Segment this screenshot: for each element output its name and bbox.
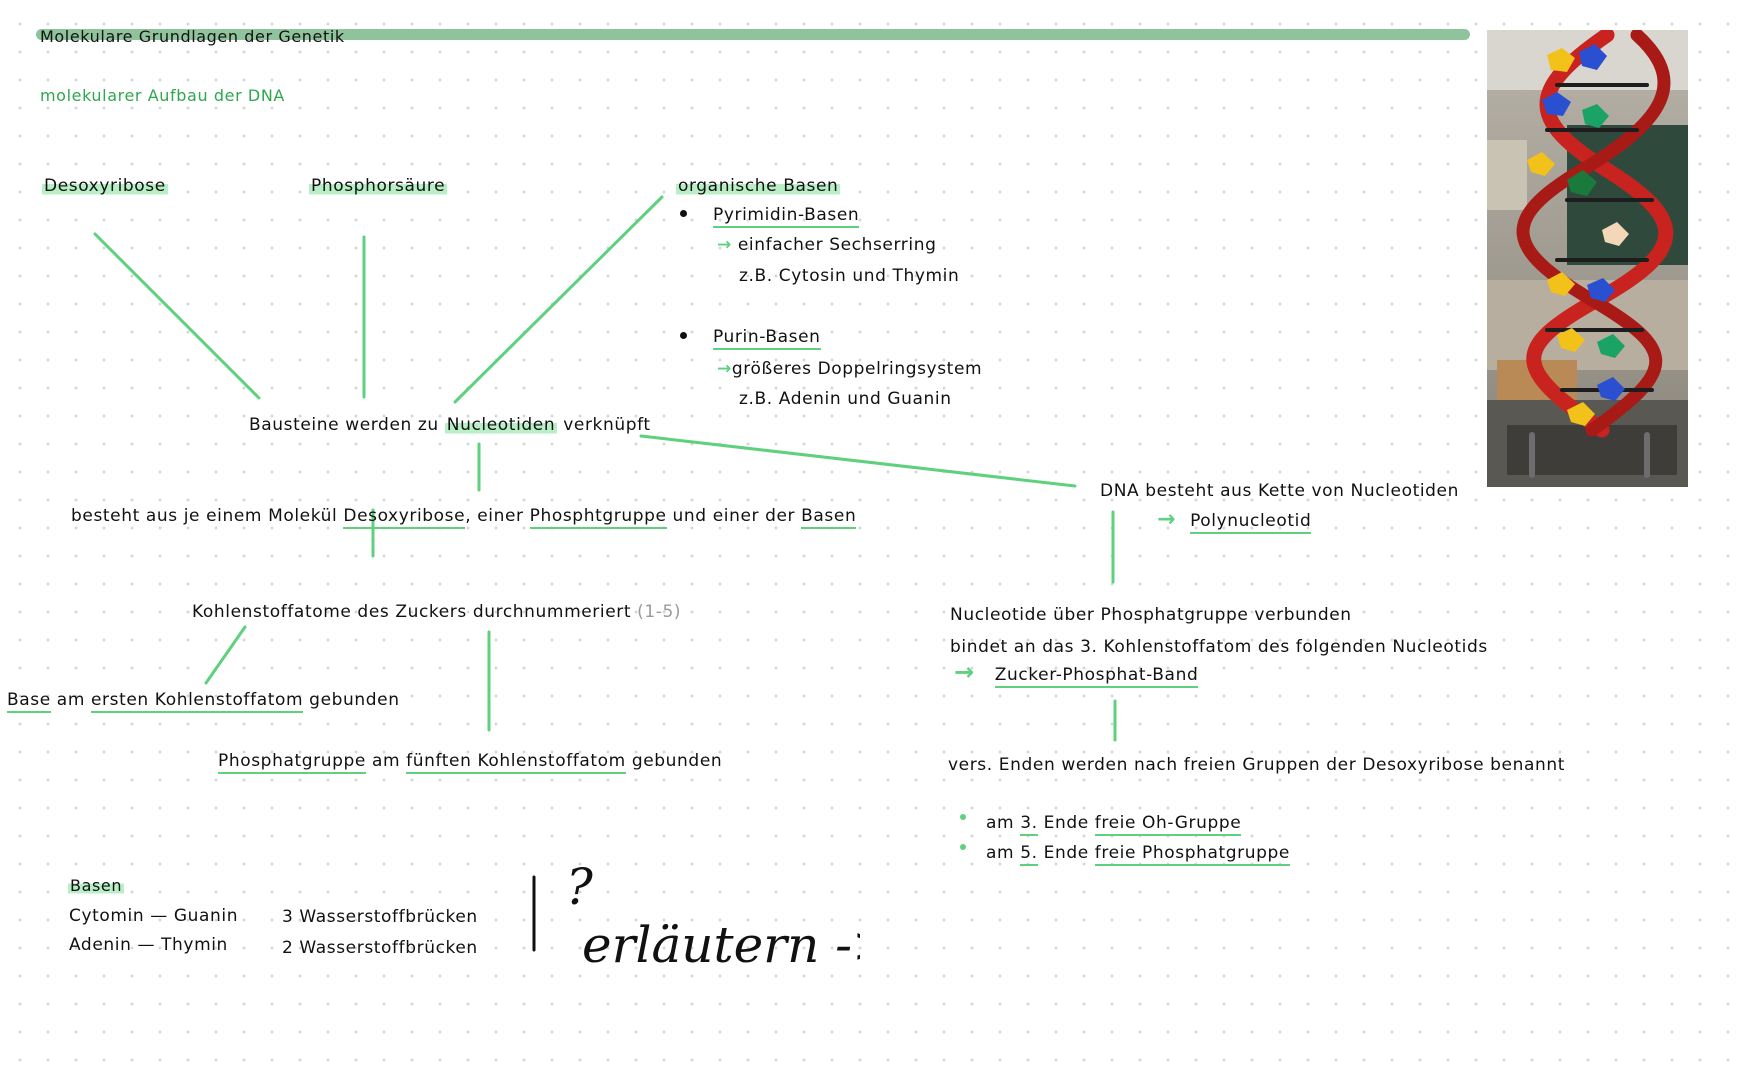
bases-title-text: Basen [68, 876, 125, 895]
pyrimidin-desc-text: einfacher Sechserring [737, 235, 937, 255]
dna-chain-text: DNA besteht aus Kette von Nucleotiden [1100, 481, 1459, 501]
phosphate-bond-term: fünften Kohlenstoffatom [406, 751, 626, 774]
pyrimidin-example: z.B. Cytosin und Thymin [739, 266, 960, 286]
composition-text: besteht aus je einem Molekül [71, 506, 344, 526]
polynucleotid-term: Polynucleotid [1190, 511, 1312, 534]
connector-bases [453, 195, 664, 404]
phosphate-bond: Phosphatgruppe am fünften Kohlenstoffato… [218, 751, 723, 774]
sugar-phosphate-band: → Zucker-Phosphat-Band [954, 658, 1199, 688]
base-bond-text: gebunden [303, 690, 400, 710]
ends-description: vers. Enden werden nach freien Gruppen d… [948, 755, 1566, 775]
section-subtitle: molekularer Aufbau der DNA [40, 86, 285, 105]
page-title: Molekulare Grundlagen der Genetik [40, 27, 345, 46]
purin-example: z.B. Adenin und Guanin [739, 389, 952, 409]
connector-desoxyribose [93, 232, 261, 400]
composition-term: Desoxyribose [343, 506, 466, 529]
pyrimidin-desc: → einfacher Sechserring [717, 235, 936, 255]
bullet-icon [960, 814, 966, 820]
band-term: Zucker-Phosphat-Band [994, 665, 1199, 688]
composition-text: , einer [465, 506, 530, 526]
carbon-numbering: Kohlenstoffatome des Zuckers durchnummer… [192, 602, 681, 622]
base-bond: Base am ersten Kohlenstoffatom gebunden [7, 690, 400, 713]
bullet-icon [680, 209, 687, 217]
composition-term: Phosphtgruppe [529, 506, 667, 529]
phosphate-bond-text: am [365, 751, 407, 771]
phosphate-bond-text: gebunden [625, 751, 723, 771]
organic-bases-title: organische Basen [676, 176, 841, 196]
dna-model-photo [1487, 30, 1688, 487]
purin-desc: →größeres Doppelringsystem [717, 359, 982, 379]
nucleotide-prefix: Bausteine werden zu [249, 415, 445, 435]
header-bar [36, 29, 1470, 40]
handwritten-question: ? [566, 860, 594, 916]
base-pair-row: Adenin — Thymin [69, 935, 228, 955]
base-bond-term: ersten Kohlenstoffatom [90, 690, 304, 713]
arrow-right-icon: → [954, 658, 975, 686]
pyrimidin-item: Pyrimidin-Basen [680, 205, 860, 228]
arrow-right-icon: → [717, 235, 732, 255]
composition-text: und einer der [666, 506, 802, 526]
purin-label: Purin-Basen [713, 327, 821, 350]
base-pair-bonds: 3 Wasserstoffbrücken [282, 907, 478, 927]
end-text: am [986, 843, 1021, 863]
end-term: 3. [1020, 813, 1038, 836]
component-organic-bases: organische Basen [676, 176, 841, 196]
end-term: freie Oh-Gruppe [1094, 813, 1242, 836]
connector-base-bond [204, 625, 247, 685]
nucleotide-statement: Bausteine werden zu Nucleotiden verknüpf… [249, 415, 651, 435]
nucleotide-connection: Nucleotide über Phosphatgruppe verbunden [950, 605, 1352, 625]
arrow-right-icon: → [1157, 507, 1177, 532]
arrow-right-icon: → [717, 359, 732, 379]
end-text: Ende [1037, 813, 1095, 833]
desoxyribose-label: Desoxyribose [42, 176, 168, 196]
handwritten-erlaeutern: erläutern ->? [582, 916, 860, 974]
carbon-text: Kohlenstoffatome des Zuckers durchnummer… [192, 602, 638, 622]
end-5-item: am 5. Ende freie Phosphatgruppe [960, 843, 1290, 866]
polynucleotid-result: → Polynucleotid [1157, 507, 1312, 534]
component-desoxyribose: Desoxyribose [42, 176, 168, 196]
phosphate-bond-term: Phosphatgruppe [218, 751, 366, 774]
end-term: freie Phosphatgruppe [1094, 843, 1290, 866]
purin-desc-text: größeres Doppelringsystem [731, 359, 983, 379]
base-pair-bonds: 2 Wasserstoffbrücken [282, 938, 478, 958]
dna-model-photo-icon [1487, 30, 1688, 487]
bullet-icon [960, 844, 966, 850]
composition-term: Basen [801, 506, 857, 529]
base-bond-term: Base [7, 690, 51, 713]
base-pair-row: Cytomin — Guanin [69, 906, 239, 926]
nucleotide-composition: besteht aus je einem Molekül Desoxyribos… [71, 506, 857, 529]
nucleotide-suffix: verknüpft [557, 415, 651, 435]
purin-item: Purin-Basen [680, 327, 821, 350]
nucleotide-term: Nucleotiden [444, 415, 558, 435]
bases-section-title: Basen [68, 876, 125, 895]
carbon-range: (1-5) [637, 602, 682, 622]
bullet-icon [680, 331, 687, 339]
end-text: am [986, 813, 1021, 833]
end-3-item: am 3. Ende freie Oh-Gruppe [960, 813, 1242, 836]
binding-description: bindet an das 3. Kohlenstoffatom des fol… [950, 637, 1488, 657]
end-text: Ende [1037, 843, 1095, 863]
end-term: 5. [1020, 843, 1038, 866]
handwritten-note: ? erläutern ->? [566, 860, 860, 974]
pyrimidin-label: Pyrimidin-Basen [713, 205, 860, 228]
base-bond-text: am [50, 690, 91, 710]
connector-dna-chain [639, 434, 1077, 488]
phosphorsaeure-label: Phosphorsäure [309, 176, 448, 196]
component-phosphorsaeure: Phosphorsäure [309, 176, 448, 196]
